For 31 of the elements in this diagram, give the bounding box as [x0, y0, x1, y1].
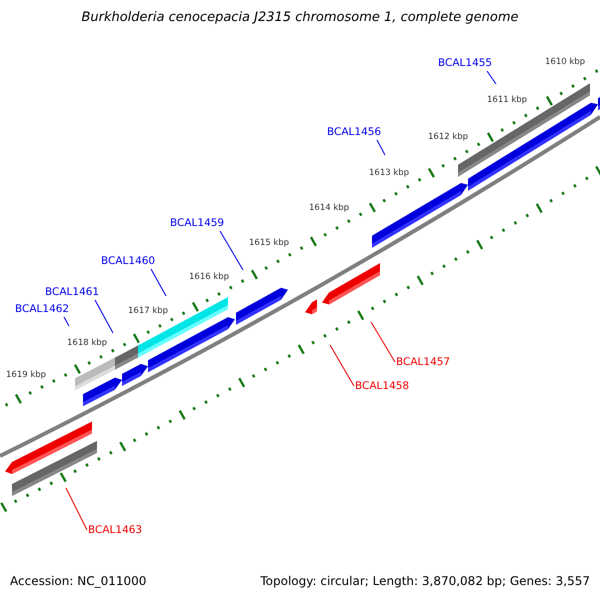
- leader-line: [94, 300, 114, 334]
- leader-line: [486, 70, 496, 84]
- scale-label: 1612 kbp: [428, 132, 468, 142]
- gene-label: BCAL1455: [438, 57, 492, 69]
- gene-label: BCAL1460: [101, 255, 156, 267]
- leader-line: [220, 230, 244, 270]
- scale-label: 1617 kbp: [128, 306, 168, 316]
- leader-line: [66, 488, 88, 530]
- scale-label: 1610 kbp: [545, 57, 586, 67]
- leader-line: [330, 344, 354, 386]
- gene-label: BCAL1457: [396, 356, 450, 368]
- leader-line: [370, 322, 396, 362]
- gene-label: BCAL1463: [88, 524, 142, 536]
- gene-label: BCAL1459: [170, 217, 224, 229]
- gene-label: BCAL1456: [327, 126, 382, 138]
- leader-line: [150, 268, 166, 296]
- gene-label: BCAL1458: [355, 380, 410, 392]
- scale-label: 1611 kbp: [487, 95, 528, 105]
- scale-label: 1616 kbp: [189, 272, 230, 282]
- footer-text: Accession: NC_011000: [10, 574, 146, 588]
- leader-line: [376, 140, 386, 156]
- scale-label: 1613 kbp: [369, 168, 410, 178]
- gene-label: BCAL1461: [45, 286, 100, 298]
- scale-label: 1618 kbp: [67, 338, 108, 348]
- leader-line: [64, 316, 70, 326]
- scale-label: 1614 kbp: [309, 203, 350, 213]
- scale-label: 1615 kbp: [249, 238, 290, 248]
- gene-label: BCAL1462: [15, 303, 70, 315]
- footer-text: Topology: circular; Length: 3,870,082 bp; Genes: 3,557: [260, 574, 590, 588]
- scale-label: 1619 kbp: [6, 370, 46, 380]
- diagram-title: Burkholderia cenocepacia J2315 chromosome 1, complete genome: [80, 10, 520, 25]
